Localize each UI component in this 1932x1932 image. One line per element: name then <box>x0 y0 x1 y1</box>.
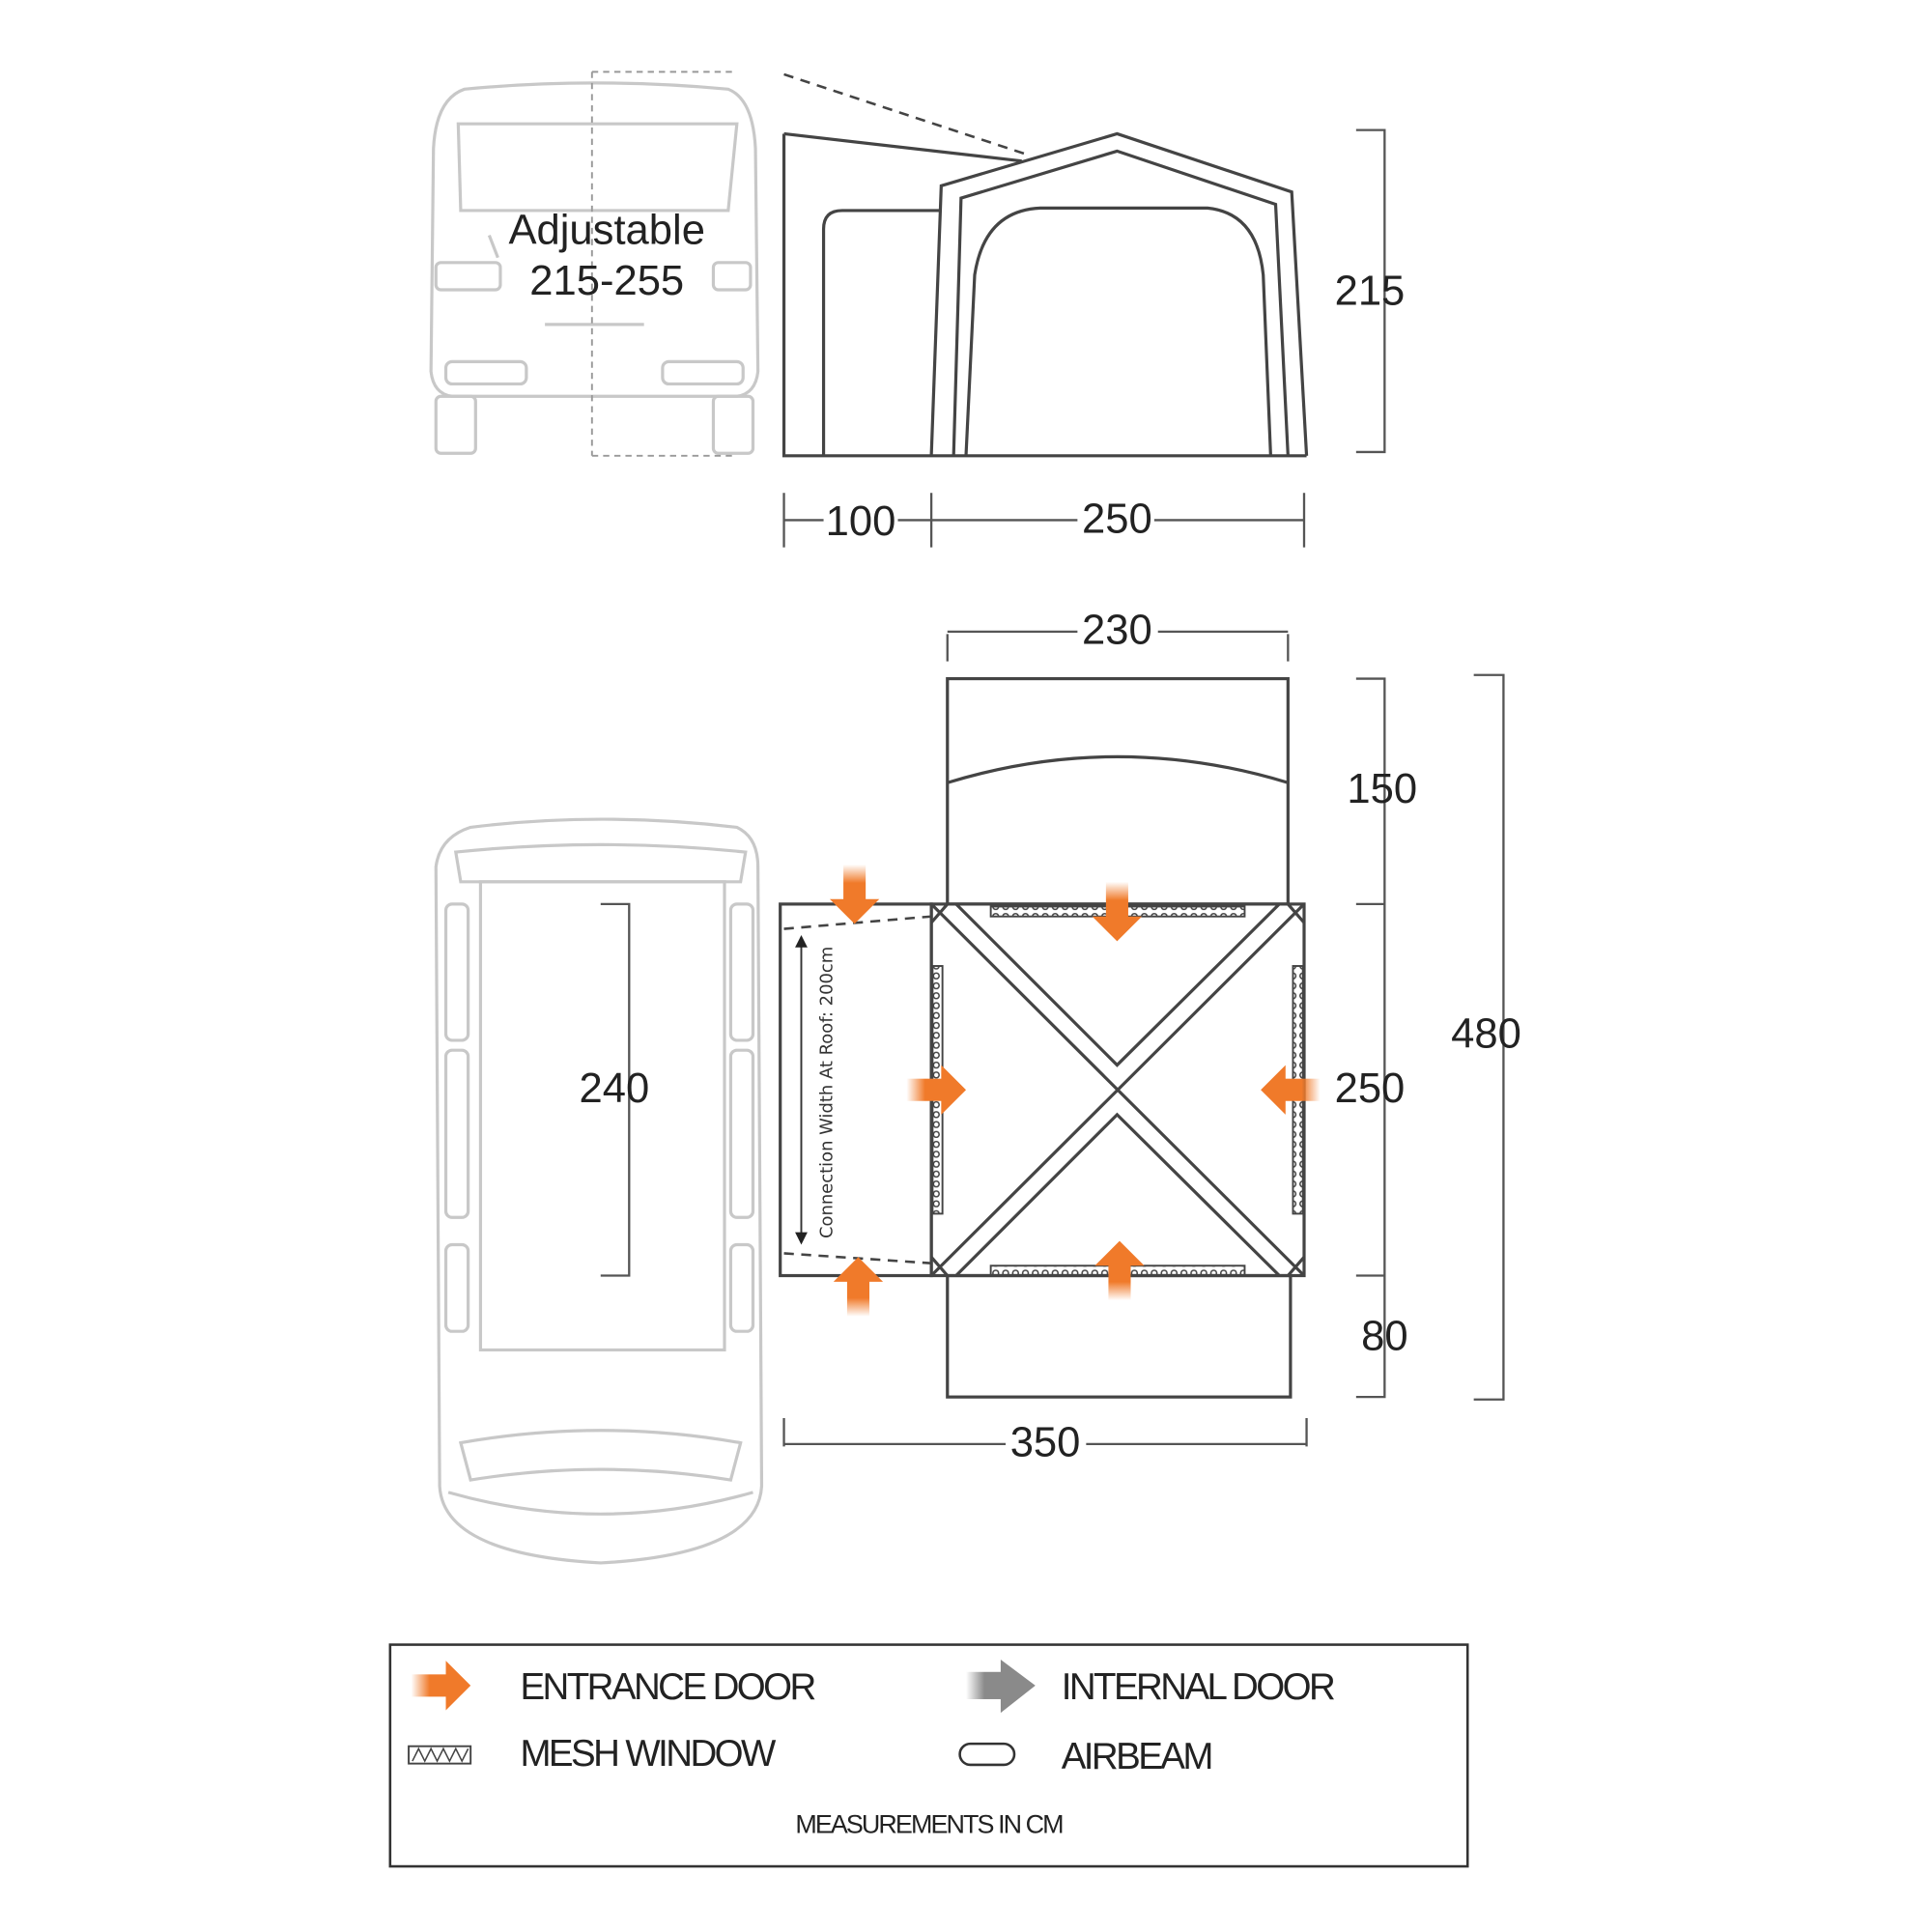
front-width-dimension: 230 <box>1082 608 1152 654</box>
total-depth-dimension: 480 <box>1451 1011 1521 1058</box>
total-width-dimension: 350 <box>1010 1420 1081 1466</box>
annex-length-dimension: 100 <box>826 498 896 545</box>
legend-airbeam: AIRBEAM <box>1062 1736 1211 1777</box>
adjustable-label: Adjustable <box>508 208 705 254</box>
front-depth-dimension: 150 <box>1347 766 1417 812</box>
entrance-door-icon <box>1261 1065 1321 1115</box>
connection-width-note: Connection Width At Roof: 200cm <box>817 947 838 1238</box>
van-top-view <box>434 817 764 1565</box>
mesh-window-legend-icon <box>408 1745 472 1765</box>
legend-mesh-window: MESH WINDOW <box>520 1733 777 1775</box>
van-rear-view <box>429 71 760 457</box>
main-depth-dimension: 250 <box>1335 1065 1406 1112</box>
airbeam-legend-icon <box>958 1742 1016 1767</box>
plan-dimension-lines <box>782 630 1505 1447</box>
legend-internal-door: INTERNAL DOOR <box>1062 1666 1334 1708</box>
van-length-dimension: 240 <box>580 1065 650 1112</box>
tent-length-dimension: 250 <box>1082 496 1152 542</box>
legend: ENTRANCE DOOR INTERNAL DOOR MESH WINDOW … <box>388 1643 1469 1868</box>
legend-footer: MEASUREMENTS IN CM <box>795 1809 1063 1838</box>
tent-side-view <box>781 72 1386 548</box>
entrance-door-icon <box>833 1257 884 1317</box>
height-dimension: 215 <box>1335 268 1406 314</box>
legend-entrance-door: ENTRANCE DOOR <box>520 1666 814 1708</box>
internal-door-legend-icon <box>966 1659 1036 1714</box>
adjustable-range: 215-255 <box>529 258 684 304</box>
rear-depth-dimension: 80 <box>1361 1313 1407 1359</box>
entrance-door-icon <box>829 864 880 924</box>
